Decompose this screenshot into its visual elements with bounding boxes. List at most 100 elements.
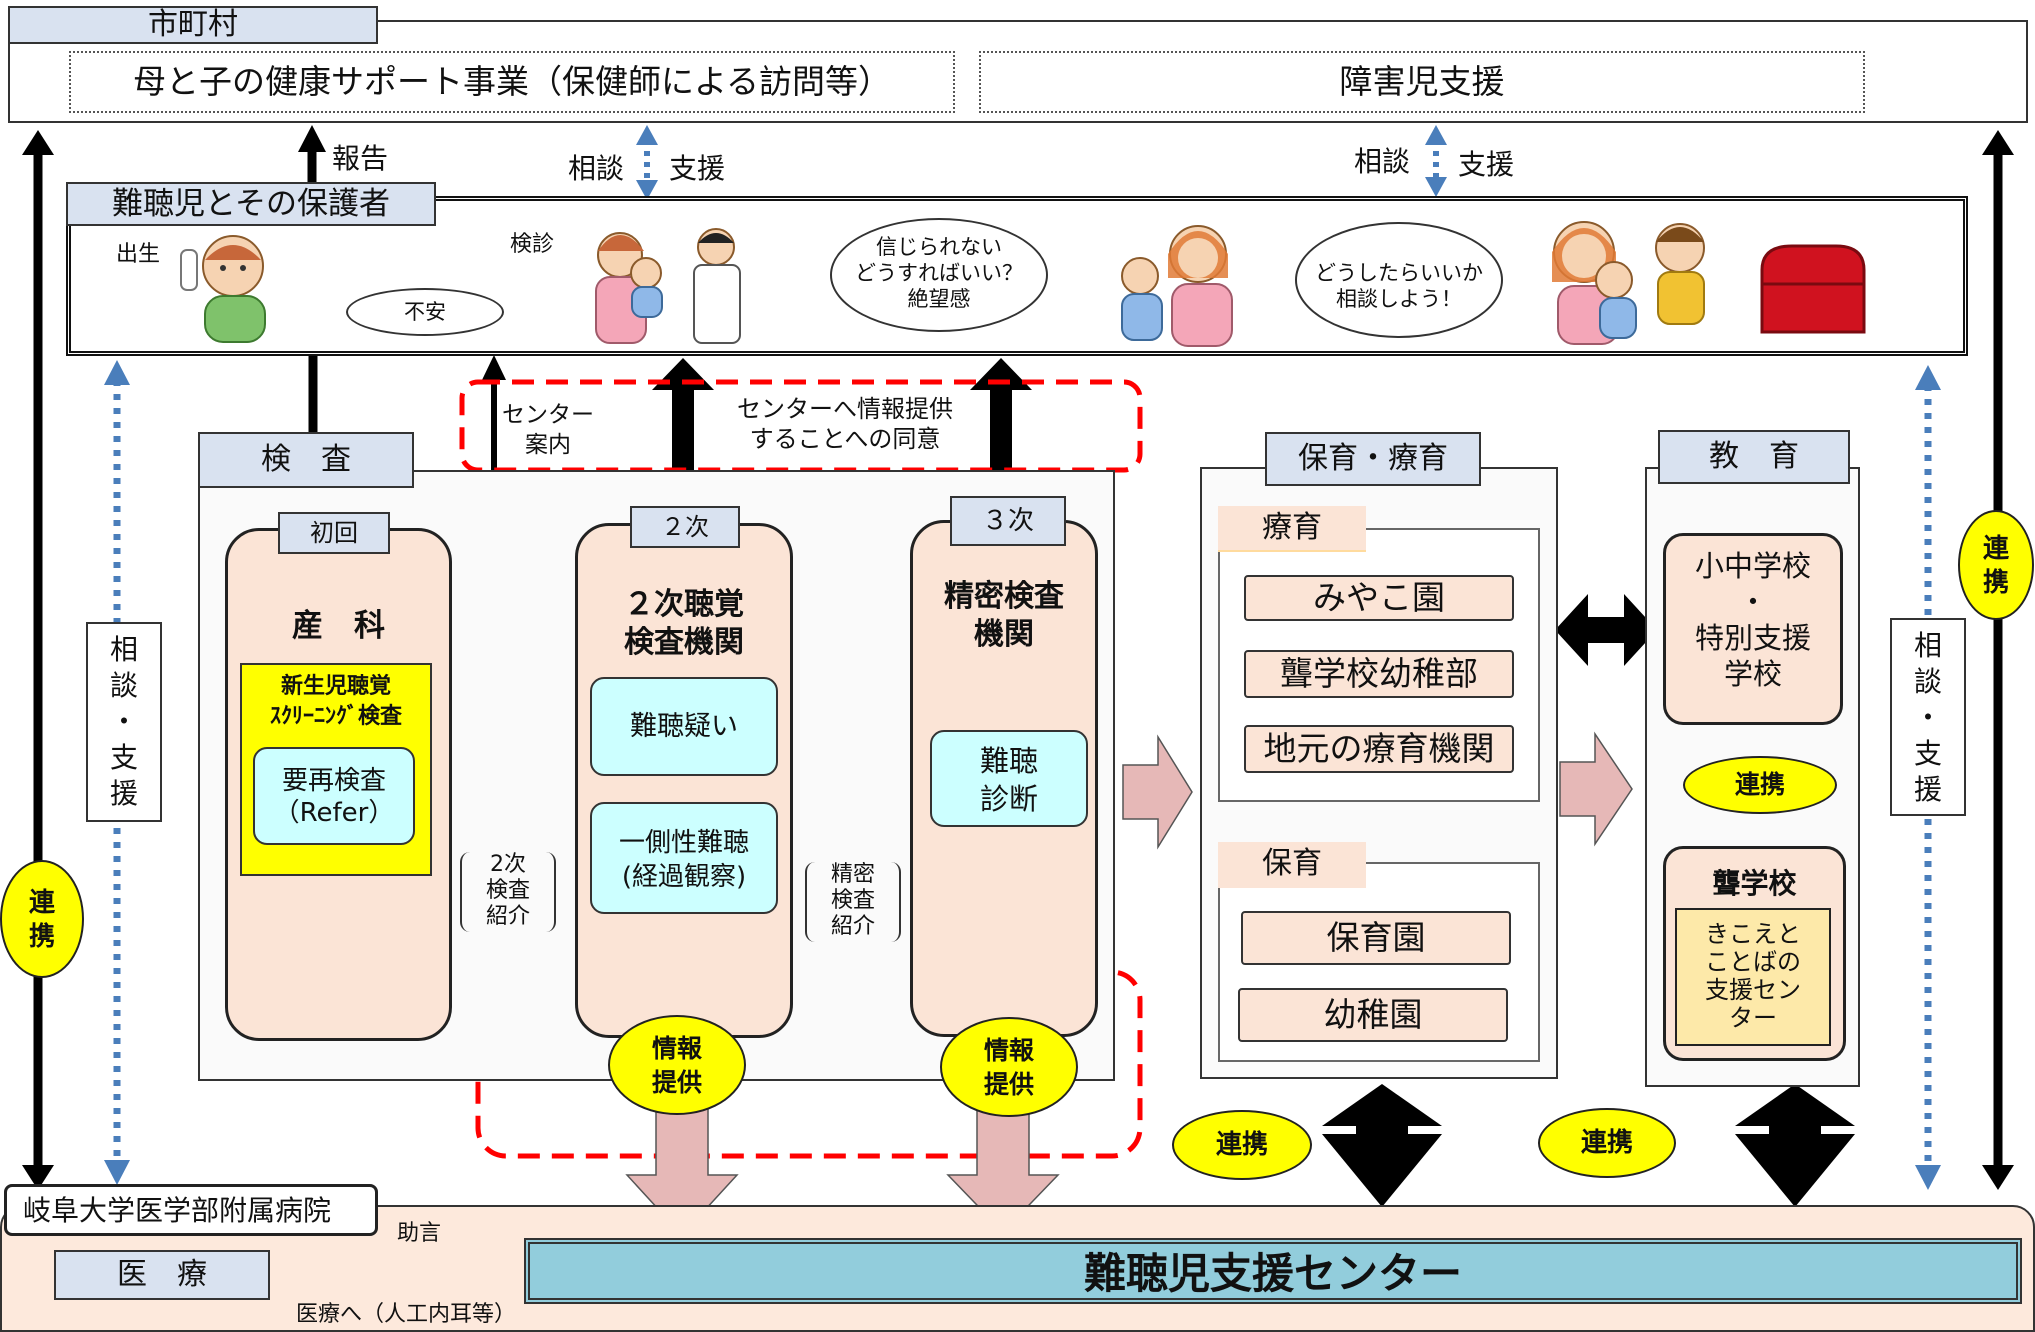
secondary-title: ２次聴覚 検査機関 xyxy=(575,586,793,662)
nursery-item-hoikuen: 保育園 xyxy=(1241,911,1511,965)
precise-referral-line-1: 精密 xyxy=(830,862,875,887)
report-label: 報告 xyxy=(332,142,389,175)
education-title: 教 育 xyxy=(1658,430,1850,484)
link-left-char-2: 携 xyxy=(28,922,55,952)
obstetrics-title: 産 科 xyxy=(292,608,385,644)
support-center-box: きこえと ことばの 支援セン ター xyxy=(1675,908,1831,1046)
pink-arrow-3 xyxy=(1122,734,1193,850)
school-box: 小中学校 ・ 特別支援 学校 xyxy=(1663,533,1843,725)
precise-referral-line-2: 検査 xyxy=(830,888,875,913)
thought-line-1: 信じられない xyxy=(876,235,1002,259)
right-long-double-arrow xyxy=(1982,130,2014,1190)
consult-left-char-3: ・ xyxy=(109,705,138,738)
consult-left-char-5: 援 xyxy=(109,777,138,810)
childcare-center-double-arrow xyxy=(1322,1084,1442,1207)
screening-line-1: 新生児聴覚 xyxy=(280,674,391,699)
screening-title: 新生児聴覚 ｽｸﾘｰﾆﾝｸﾞ検査 xyxy=(240,672,432,732)
link-left-char-1: 連 xyxy=(28,888,55,918)
link-right-char-1: 連 xyxy=(1982,534,2009,564)
support-center-line-2: ことばの xyxy=(1705,948,1801,976)
suspect-box: 難聴疑い xyxy=(590,677,778,776)
education-center-double-arrow xyxy=(1735,1084,1855,1207)
link-right-char-2: 携 xyxy=(1982,568,2009,598)
secondary-referral-line-1: 2次 xyxy=(490,852,526,877)
consult-left-char-4: 支 xyxy=(109,741,138,774)
center-guide-label: センター 案内 xyxy=(502,400,594,460)
info-provide-badge-secondary: 情報 提供 xyxy=(608,1015,746,1115)
consult-left-char-1: 相 xyxy=(109,633,138,666)
mother-baby-illustration xyxy=(1121,225,1233,347)
blue-double-arrow-2 xyxy=(1425,125,1447,197)
link-badge-childcare: 連携 xyxy=(1172,1110,1312,1180)
diagnosis-box: 難聴 診断 xyxy=(930,730,1088,827)
diagnosis-line-2: 診断 xyxy=(979,782,1038,816)
maternal-program: 母と子の健康サポート事業（保健師による訪問等） xyxy=(69,51,955,113)
nursery-label: 保育 xyxy=(1218,842,1366,888)
blue-double-arrow-1 xyxy=(636,125,658,200)
school-line-4: 学校 xyxy=(1723,657,1782,691)
refer-box: 要再検査 （Refer） xyxy=(253,747,415,845)
link-badge-education: 連携 xyxy=(1683,756,1837,814)
center-guide-line-2: 案内 xyxy=(525,432,571,458)
therapy-label: 療育 xyxy=(1218,506,1366,552)
school-bag-illustration xyxy=(1760,244,1866,334)
support-label-2: 支援 xyxy=(1458,148,1515,181)
childcare-title: 保育・療育 xyxy=(1265,432,1481,486)
disabled-support: 障害児支援 xyxy=(979,51,1865,113)
tertiary-title-line-1: 精密検査 xyxy=(944,579,1064,614)
diagnosis-line-1: 難聴 xyxy=(979,744,1038,778)
baby-bottle-illustration xyxy=(180,235,266,343)
thought-line-3: 絶望感 xyxy=(907,287,971,311)
consult-right-char-1: 相 xyxy=(1913,629,1942,662)
consent-line-1: センターへ情報提供 xyxy=(737,395,953,423)
info-provide-line-1a: 情報 xyxy=(651,1034,702,1063)
secondary-referral-line-3: 紹介 xyxy=(485,904,530,929)
first-tab: 初回 xyxy=(278,512,390,554)
consult-right-char-2: 談 xyxy=(1913,665,1942,698)
disbelief-bubble: 信じられない どうすればいい？ 絶望感 xyxy=(830,218,1048,332)
school-line-3: 特別支援 xyxy=(1694,621,1811,655)
center-guide-line-1: センター xyxy=(502,402,594,428)
secondary-title-line-1: ２次聴覚 xyxy=(624,587,744,622)
therapy-item-miyako: みやこ園 xyxy=(1244,575,1514,621)
to-medical-label: 医療へ（人工内耳等） xyxy=(296,1302,517,1327)
advice-label: 助言 xyxy=(397,1221,442,1246)
family-title: 難聴児とその保護者 xyxy=(66,182,436,226)
nursery-item-kindergarten: 幼稚園 xyxy=(1238,988,1508,1042)
deaf-school-title: 聾学校 xyxy=(1712,867,1797,900)
support-center-line-3: 支援セン xyxy=(1705,976,1801,1004)
report-arrow xyxy=(298,125,326,182)
anxiety-bubble: 不安 xyxy=(346,288,504,336)
unilateral-line-1: 一側性難聴 xyxy=(618,828,749,858)
info-provide-line-2b: 提供 xyxy=(983,1070,1034,1099)
therapy-item-deaf-kindergarten: 聾学校幼稚部 xyxy=(1244,650,1514,698)
info-provide-badge-tertiary: 情報 提供 xyxy=(940,1017,1078,1117)
refer-line-1: 要再検査 xyxy=(281,766,386,796)
examination-title: 検 査 xyxy=(198,432,414,488)
doctor-checkup-illustration xyxy=(595,228,741,344)
secondary-referral-label: 2次 検査 紹介 xyxy=(460,852,556,932)
info-provide-line-1b: 提供 xyxy=(651,1068,702,1097)
secondary-title-line-2: 検査機関 xyxy=(624,625,744,660)
info-provide-line-2a: 情報 xyxy=(983,1036,1034,1065)
checkup-label: 検診 xyxy=(510,232,555,257)
pink-arrow-4 xyxy=(1559,731,1633,847)
support-center-line-1: きこえと xyxy=(1705,920,1801,948)
second-tab: ２次 xyxy=(630,506,740,548)
thought-line-2: どうすればいい？ xyxy=(855,261,1023,285)
consult-right-char-3: ・ xyxy=(1913,701,1942,734)
municipality-title: 市町村 xyxy=(8,6,378,44)
precise-referral-line-3: 紹介 xyxy=(830,914,875,939)
link-badge-education-center: 連携 xyxy=(1538,1108,1676,1178)
consult-line-2: 相談しよう！ xyxy=(1336,287,1462,311)
left-long-double-arrow xyxy=(22,130,54,1190)
family-group-illustration xyxy=(1552,221,1705,345)
consent-label: センターへ情報提供 することへの同意 xyxy=(735,394,955,454)
support-label-1: 支援 xyxy=(669,152,726,185)
tertiary-title-line-2: 機関 xyxy=(974,617,1034,652)
unilateral-box: 一側性難聴 (経過観察) xyxy=(590,802,778,914)
consult-line-1: どうしたらいいか xyxy=(1315,261,1483,285)
consult-label-2: 相談 xyxy=(1354,145,1411,178)
support-center-bar: 難聴児支援センター xyxy=(524,1238,2022,1304)
school-line-2: ・ xyxy=(1738,585,1768,619)
